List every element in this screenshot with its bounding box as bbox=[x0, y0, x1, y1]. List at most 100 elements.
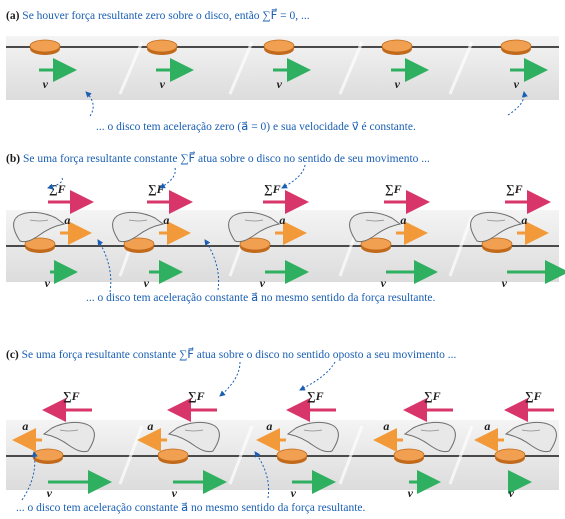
note-a: ... o disco tem aceleração zero (a⃗ = 0)… bbox=[96, 121, 416, 133]
accel-label-c-2: a⃗ bbox=[266, 419, 281, 433]
hand-c-2-crease bbox=[303, 429, 323, 432]
caption-a-text: Se houver força resultante zero sobre o … bbox=[22, 10, 310, 22]
disk-b-1 bbox=[123, 237, 155, 251]
caption-b-text: Se uma força resultante constante ∑F⃗ at… bbox=[22, 153, 430, 165]
velocity-label-c-1: v⃗ bbox=[172, 486, 187, 500]
hand-c-0 bbox=[42, 421, 95, 453]
disk-a-3 bbox=[381, 39, 413, 53]
table-b-glare bbox=[448, 215, 474, 277]
hand-c-2 bbox=[286, 421, 339, 453]
disk-c-0 bbox=[32, 448, 64, 462]
disk-b-0 bbox=[24, 237, 56, 251]
hand-b-4-crease bbox=[486, 219, 506, 222]
table-c-glare bbox=[448, 425, 474, 485]
velocity-label-c-4: v⃗ bbox=[509, 486, 524, 500]
caption-c: (c) Se uma força resultante constante ∑F… bbox=[6, 347, 456, 361]
force-label-b-4: ∑F⃗ bbox=[506, 182, 532, 196]
velocity-label-a-2: v⃗ bbox=[277, 77, 292, 91]
force-label-c-4: ∑F⃗ bbox=[525, 389, 551, 403]
hand-c-3 bbox=[403, 421, 456, 453]
pointer-b-5 bbox=[204, 239, 220, 291]
force-label-b-3: ∑F⃗ bbox=[385, 182, 411, 196]
table-a-glare bbox=[228, 41, 254, 95]
pointer-a-left bbox=[85, 91, 94, 117]
pointer-b-2 bbox=[159, 167, 176, 189]
hand-b-4 bbox=[470, 211, 523, 243]
hand-c-1-crease bbox=[184, 429, 204, 432]
table-c-glare bbox=[228, 425, 254, 485]
hand-c-1 bbox=[167, 421, 220, 453]
hand-c-0-crease bbox=[59, 429, 79, 432]
velocity-label-b-3: v⃗ bbox=[381, 276, 396, 290]
table-a-glare bbox=[558, 78, 565, 95]
velocity-label-c-3: v⃗ bbox=[408, 486, 423, 500]
table-c-glare bbox=[338, 425, 364, 485]
pointer-b-1 bbox=[47, 177, 63, 190]
note-b: ... o disco tem aceleração constante a⃗ … bbox=[86, 292, 436, 304]
force-label-b-1: ∑F⃗ bbox=[148, 182, 174, 196]
force-label-b-0: ∑F⃗ bbox=[49, 182, 75, 196]
disk-c-4 bbox=[494, 448, 526, 462]
accel-label-b-1: a⃗ bbox=[163, 213, 178, 227]
caption-c-prefix: (c) bbox=[6, 349, 19, 361]
table-a-glare bbox=[118, 41, 144, 95]
velocity-label-b-4: v⃗ bbox=[502, 276, 517, 290]
caption-a-prefix: (a) bbox=[6, 10, 20, 22]
velocity-label-b-1: v⃗ bbox=[144, 276, 159, 290]
table-a-glare bbox=[448, 41, 474, 95]
accel-label-c-3: a⃗ bbox=[383, 419, 398, 433]
force-label-c-1: ∑F⃗ bbox=[188, 389, 214, 403]
disk-b-3 bbox=[360, 237, 392, 251]
velocity-label-c-0: v⃗ bbox=[47, 486, 62, 500]
accel-label-b-0: a⃗ bbox=[64, 213, 79, 227]
disk-b-2 bbox=[239, 237, 271, 251]
table-c-glare bbox=[558, 466, 565, 485]
velocity-label-c-2: v⃗ bbox=[291, 486, 306, 500]
pointer-c-4 bbox=[254, 451, 270, 499]
caption-a: (a) Se houver força resultante zero sobr… bbox=[6, 8, 310, 22]
disk-c-3 bbox=[393, 448, 425, 462]
table-a-glare bbox=[338, 41, 364, 95]
caption-c-text: Se uma força resultante constante ∑F⃗ at… bbox=[21, 349, 457, 361]
disk-c-2 bbox=[276, 448, 308, 462]
disk-a-2 bbox=[263, 39, 295, 53]
force-label-c-3: ∑F⃗ bbox=[424, 389, 450, 403]
accel-label-b-2: a⃗ bbox=[279, 213, 294, 227]
velocity-label-a-0: v⃗ bbox=[43, 77, 58, 91]
hand-b-1 bbox=[112, 211, 165, 243]
hand-c-4 bbox=[504, 421, 557, 453]
hand-b-0-crease bbox=[29, 219, 49, 222]
hand-c-4-crease bbox=[521, 429, 541, 432]
disk-b-4 bbox=[481, 237, 513, 251]
disk-a-4 bbox=[500, 39, 532, 53]
force-label-c-2: ∑F⃗ bbox=[307, 389, 333, 403]
accel-label-c-4: a⃗ bbox=[484, 419, 499, 433]
velocity-label-b-0: v⃗ bbox=[45, 276, 60, 290]
hand-b-3-crease bbox=[365, 219, 385, 222]
hand-b-0 bbox=[13, 211, 66, 243]
pointer-b-4 bbox=[97, 239, 112, 293]
force-label-c-0: ∑F⃗ bbox=[63, 389, 89, 403]
velocity-label-b-2: v⃗ bbox=[260, 276, 275, 290]
pointer-c-2 bbox=[299, 361, 336, 391]
velocity-label-a-3: v⃗ bbox=[395, 77, 410, 91]
hand-b-3 bbox=[349, 211, 402, 243]
hand-b-2 bbox=[228, 211, 281, 243]
caption-b-prefix: (b) bbox=[6, 153, 21, 165]
disk-a-0 bbox=[29, 39, 61, 53]
pointer-c-1 bbox=[219, 361, 241, 397]
accel-label-b-3: a⃗ bbox=[400, 213, 415, 227]
force-label-b-2: ∑F⃗ bbox=[264, 182, 290, 196]
velocity-label-a-4: v⃗ bbox=[514, 77, 529, 91]
caption-b: (b) Se uma força resultante constante ∑F… bbox=[6, 151, 430, 165]
velocity-label-a-1: v⃗ bbox=[160, 77, 175, 91]
accel-label-b-4: a⃗ bbox=[521, 213, 536, 227]
disk-a-1 bbox=[146, 39, 178, 53]
hand-b-1-crease bbox=[128, 219, 148, 222]
table-b-glare bbox=[558, 258, 565, 277]
pointer-b-3 bbox=[281, 164, 306, 189]
accel-label-c-0: a⃗ bbox=[22, 419, 37, 433]
disk-c-1 bbox=[157, 448, 189, 462]
accel-label-c-1: a⃗ bbox=[147, 419, 162, 433]
